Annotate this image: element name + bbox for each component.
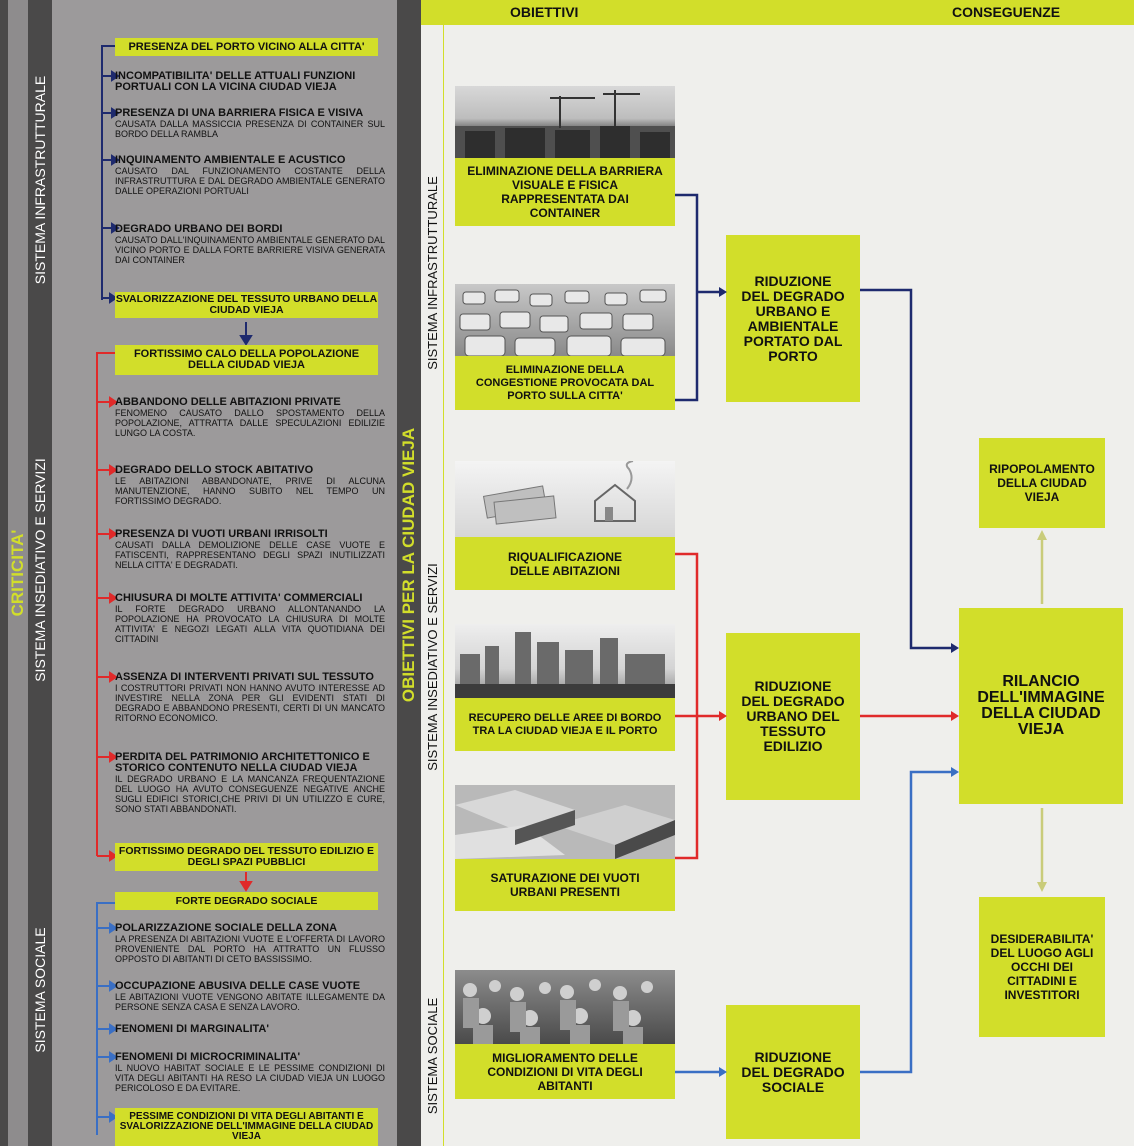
center-divider-bar [397, 0, 421, 1146]
reduction-box-sociale: RIDUZIONE DEL DEGRADO SOCIALE [726, 1005, 860, 1139]
soc-item-4: FENOMENI DI MICROCRIMINALITA' IL NUOVO H… [115, 1051, 385, 1094]
soc-item-4-title: FENOMENI DI MICROCRIMINALITA' [115, 1051, 301, 1063]
objective-box-abitazioni: RIQUALIFICAZIONE DELLE ABITAZIONI [455, 537, 675, 590]
reduction-box-tessuto: RIDUZIONE DEL DEGRADO URBANO DEL TESSUTO… [726, 633, 860, 800]
objective-box-recupero: RECUPERO DELLE AREE DI BORDO TRA LA CIUD… [455, 698, 675, 751]
insed-item-4-title: CHIUSURA DI MOLTE ATTIVITA' COMMERCIALI [115, 592, 363, 604]
infra-item-4-desc: CAUSATO DALL'INQUINAMENTO AMBIENTALE GEN… [115, 235, 385, 265]
photo-houses-money [455, 461, 675, 537]
objective-box-vuoti: SATURAZIONE DEI VUOTI URBANI PRESENTI [455, 859, 675, 911]
criticita-connectors [96, 45, 253, 1135]
criticita-panel [52, 0, 397, 1146]
infra-item-4: DEGRADO URBANO DEI BORDI CAUSATO DALL'IN… [115, 223, 385, 266]
infra-box-porto: PRESENZA DEL PORTO VICINO ALLA CITTA' [115, 38, 378, 56]
insed-box-calo: FORTISSIMO CALO DELLA POPOLAZIONE DELLA … [115, 345, 378, 375]
soc-item-4-desc: IL NUOVO HABITAT SOCIALE E LE PESSIME CO… [115, 1063, 385, 1093]
criticita-band [8, 0, 28, 1146]
soc-box-pessime: PESSIME CONDIZIONI DI VITA DEGLI ABITANT… [115, 1108, 378, 1146]
insed-item-6-title: PERDITA DEL PATRIMONIO ARCHITETTONICO E … [115, 751, 370, 774]
soc-item-3-title: FENOMENI DI MARGINALITA' [115, 1023, 269, 1035]
objective-box-barriera: ELIMINAZIONE DELLA BARRIERA VISUALE E FI… [455, 158, 675, 226]
reduction-box-porto: RIDUZIONE DEL DEGRADO URBANO E AMBIENTAL… [726, 235, 860, 402]
infra-item-2-title: PRESENZA DI UNA BARRIERA FISICA E VISIVA [115, 107, 364, 119]
voids-icon [455, 790, 675, 859]
infra-item-4-title: DEGRADO URBANO DEI BORDI [115, 223, 283, 235]
buildings-icon [455, 632, 675, 698]
objective-box-congestione: ELIMINAZIONE DELLA CONGESTIONE PROVOCATA… [455, 356, 675, 410]
soc-item-2-desc: LE ABITAZIONI VUOTE VENGONO ABITATE ILLE… [115, 992, 385, 1012]
photo-port-containers [455, 86, 675, 158]
insed-item-5: ASSENZA DI INTERVENTI PRIVATI SUL TESSUT… [115, 671, 385, 724]
infra-item-2: PRESENZA DI UNA BARRIERA FISICA E VISIVA… [115, 107, 385, 140]
infra-item-3-desc: CAUSATO DAL FUNZIONAMENTO COSTANTE DELLA… [115, 166, 385, 196]
insed-item-1: ABBANDONO DELLE ABITAZIONI PRIVATE FENOM… [115, 396, 385, 439]
insed-item-4: CHIUSURA DI MOLTE ATTIVITA' COMMERCIALI … [115, 592, 385, 645]
infra-box-svalorizzazione: SVALORIZZAZIONE DEL TESSUTO URBANO DELLA… [115, 292, 378, 318]
house-money-icon [482, 461, 636, 525]
photo-urban-voids [455, 785, 675, 859]
insed-item-1-title: ABBANDONO DELLE ABITAZIONI PRIVATE [115, 396, 341, 408]
insed-item-6-desc: IL DEGRADO URBANO E LA MANCANZA FREQUENT… [115, 774, 385, 814]
crowd-icon [463, 979, 653, 1044]
photo-waterfront-buildings [455, 624, 675, 698]
insed-item-2-title: DEGRADO DELLO STOCK ABITATIVO [115, 464, 314, 476]
insed-item-5-desc: I COSTRUTTORI PRIVATI NON HANNO AVUTO IN… [115, 683, 385, 723]
traffic-cars-icon [459, 289, 667, 356]
insed-item-5-title: ASSENZA DI INTERVENTI PRIVATI SUL TESSUT… [115, 671, 374, 683]
soc-item-3: FENOMENI DI MARGINALITA' [115, 1024, 385, 1035]
system-label-bar [28, 0, 52, 1146]
left-edge-bar [0, 0, 8, 1146]
photo-traffic [455, 284, 675, 356]
objective-box-condizioni: MIGLIORAMENTO DELLE CONDIZIONI DI VITA D… [455, 1044, 675, 1099]
port-crane-icon [455, 90, 675, 158]
soc-item-2: OCCUPAZIONE ABUSIVA DELLE CASE VUOTE LE … [115, 980, 385, 1013]
photo-crowd [455, 970, 675, 1044]
infra-item-3-title: INQUINAMENTO AMBIENTALE E ACUSTICO [115, 154, 346, 166]
consequence-box-rilancio: RILANCIO DELL'IMMAGINE DELLA CIUDAD VIEJ… [959, 608, 1123, 804]
soc-item-2-title: OCCUPAZIONE ABUSIVA DELLE CASE VUOTE [115, 980, 361, 992]
infra-item-1: INCOMPATIBILITA' DELLE ATTUALI FUNZIONI … [115, 71, 385, 93]
insed-item-3-title: PRESENZA DI VUOTI URBANI IRRISOLTI [115, 528, 328, 540]
header-divider-line [443, 25, 444, 1146]
infra-item-1-title: INCOMPATIBILITA' DELLE ATTUALI FUNZIONI … [115, 70, 356, 93]
insed-item-4-desc: IL FORTE DEGRADO URBANO ALLONTANANDO LA … [115, 604, 385, 644]
center-title: OBIETTIVI PER LA CIUDAD VIEJA [399, 427, 418, 703]
soc-item-1-desc: LA PRESENZA DI ABITAZIONI VUOTE E L'OFFE… [115, 934, 385, 964]
infra-item-2-desc: CAUSATA DALLA MASSICCIA PRESENZA DI CONT… [115, 119, 385, 139]
soc-item-1: POLARIZZAZIONE SOCIALE DELLA ZONA LA PRE… [115, 922, 385, 965]
insed-item-3: PRESENZA DI VUOTI URBANI IRRISOLTI CAUSA… [115, 528, 385, 571]
insed-item-1-desc: FENOMENO CAUSATO DALLO SPOSTAMENTO DELLA… [115, 408, 385, 438]
header-obiettivi: OBIETTIVI [510, 4, 579, 20]
flow-connectors [675, 193, 1047, 1077]
infra-item-3: INQUINAMENTO AMBIENTALE E ACUSTICO CAUSA… [115, 154, 385, 197]
header-conseguenze: CONSEGUENZE [952, 4, 1061, 20]
insed-box-degrado: FORTISSIMO DEGRADO DEL TESSUTO EDILIZIO … [115, 843, 378, 871]
insed-item-2: DEGRADO DELLO STOCK ABITATIVO LE ABITAZI… [115, 464, 385, 507]
header-bar [421, 0, 1134, 25]
insed-item-6: PERDITA DEL PATRIMONIO ARCHITETTONICO E … [115, 751, 385, 815]
soc-box-degrado-sociale: FORTE DEGRADO SOCIALE [115, 892, 378, 910]
insed-item-3-desc: CAUSATI DALLA DEMOLIZIONE DELLE CASE VUO… [115, 540, 385, 570]
insed-item-2-desc: LE ABITAZIONI ABBANDONATE, PRIVE DI ALCU… [115, 476, 385, 506]
consequence-box-desiderabilita: DESIDERABILITA' DEL LUOGO AGLI OCCHI DEI… [979, 897, 1105, 1037]
soc-item-1-title: POLARIZZAZIONE SOCIALE DELLA ZONA [115, 922, 338, 934]
consequence-box-ripopolamento: RIPOPOLAMENTO DELLA CIUDAD VIEJA [979, 438, 1105, 528]
